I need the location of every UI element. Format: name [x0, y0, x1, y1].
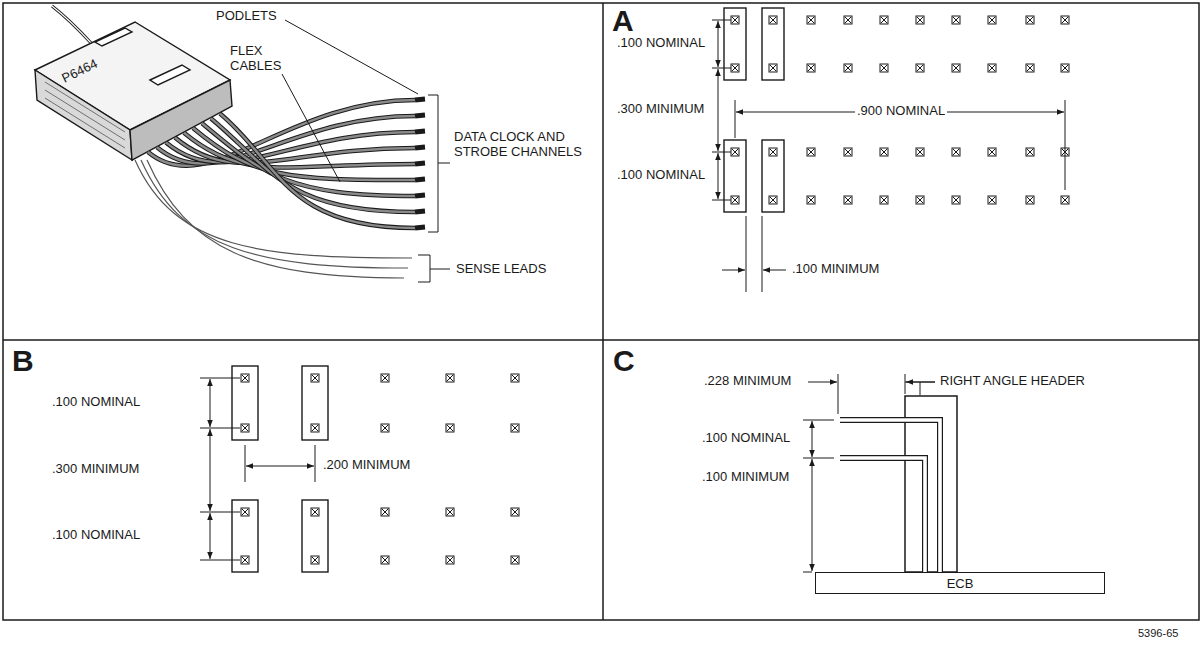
dimension-label: .100 NOMINAL [615, 36, 707, 51]
panel-letter: A [610, 4, 636, 39]
pin [446, 424, 454, 432]
pin [844, 64, 852, 72]
pin [311, 508, 319, 516]
pin [988, 16, 996, 24]
pin [952, 196, 960, 204]
pin [1026, 16, 1034, 24]
pin [381, 556, 389, 564]
dimension-label: .100 NOMINAL [700, 431, 792, 446]
pin [952, 64, 960, 72]
dimension-label: .300 MINIMUM [50, 462, 141, 477]
board-label: ECB [943, 576, 978, 591]
pin [988, 64, 996, 72]
pin [916, 16, 924, 24]
dimension-label: .100 NOMINAL [50, 528, 142, 543]
pin [769, 64, 777, 72]
pin [880, 148, 888, 156]
pin [381, 374, 389, 382]
pin [988, 148, 996, 156]
circuit-board: ECB [815, 572, 1105, 594]
pin [1026, 64, 1034, 72]
dimension-label: .100 NOMINAL [615, 168, 707, 183]
pin [769, 16, 777, 24]
pin [446, 374, 454, 382]
pin [769, 196, 777, 204]
pin [1061, 196, 1069, 204]
pin [1061, 16, 1069, 24]
dimension-label: RIGHT ANGLE HEADER [938, 374, 1087, 389]
pin [844, 148, 852, 156]
pin [988, 196, 996, 204]
dimension-label: .228 MINIMUM [702, 374, 793, 389]
pin [880, 16, 888, 24]
pin [1061, 64, 1069, 72]
dimension-lines [200, 378, 315, 560]
pin [511, 508, 519, 516]
dimension-label: .900 NOMINAL [855, 104, 947, 119]
dimension-lines [712, 20, 1065, 292]
pin [769, 148, 777, 156]
pin [952, 148, 960, 156]
pin [311, 424, 319, 432]
pin [381, 424, 389, 432]
pin [916, 148, 924, 156]
podlet-outline [232, 8, 784, 572]
pin [241, 424, 249, 432]
panel-letter: C [611, 344, 637, 379]
figure-number: 5396-65 [1136, 627, 1180, 640]
pin [731, 64, 739, 72]
pin [844, 196, 852, 204]
pin [916, 196, 924, 204]
pin [241, 508, 249, 516]
dimension-lines [803, 374, 935, 572]
flex-cables [135, 99, 425, 278]
dimension-label: .300 MINIMUM [615, 102, 706, 117]
pin [880, 196, 888, 204]
pin [916, 64, 924, 72]
pin [511, 556, 519, 564]
pin [446, 556, 454, 564]
pin [731, 16, 739, 24]
pin [807, 64, 815, 72]
pin [241, 374, 249, 382]
dimension-label: SENSE LEADS [454, 262, 548, 277]
dimension-label: .100 MINIMUM [700, 470, 791, 485]
right-angle-header [840, 396, 957, 572]
pin [511, 424, 519, 432]
dimension-label: .200 MINIMUM [321, 458, 412, 473]
pin [844, 16, 852, 24]
pin [1026, 196, 1034, 204]
pin [241, 556, 249, 564]
pin [731, 196, 739, 204]
panel-frame [3, 3, 1199, 620]
pin [731, 148, 739, 156]
pin [807, 16, 815, 24]
pin [311, 556, 319, 564]
panel-letter: B [10, 344, 36, 379]
pin [511, 374, 519, 382]
pin [952, 16, 960, 24]
leader-lines [282, 20, 450, 282]
pin [807, 196, 815, 204]
pin [311, 374, 319, 382]
pin [446, 508, 454, 516]
dimension-label: FLEX CABLES [228, 44, 294, 74]
dimension-label: .100 MINIMUM [790, 262, 881, 277]
dimension-label: PODLETS [214, 9, 279, 24]
pin [381, 508, 389, 516]
pin [1026, 148, 1034, 156]
dimension-label: .100 NOMINAL [50, 395, 142, 410]
pin [807, 148, 815, 156]
dimension-label: DATA CLOCK AND STROBE CHANNELS [452, 130, 584, 160]
pin [880, 64, 888, 72]
